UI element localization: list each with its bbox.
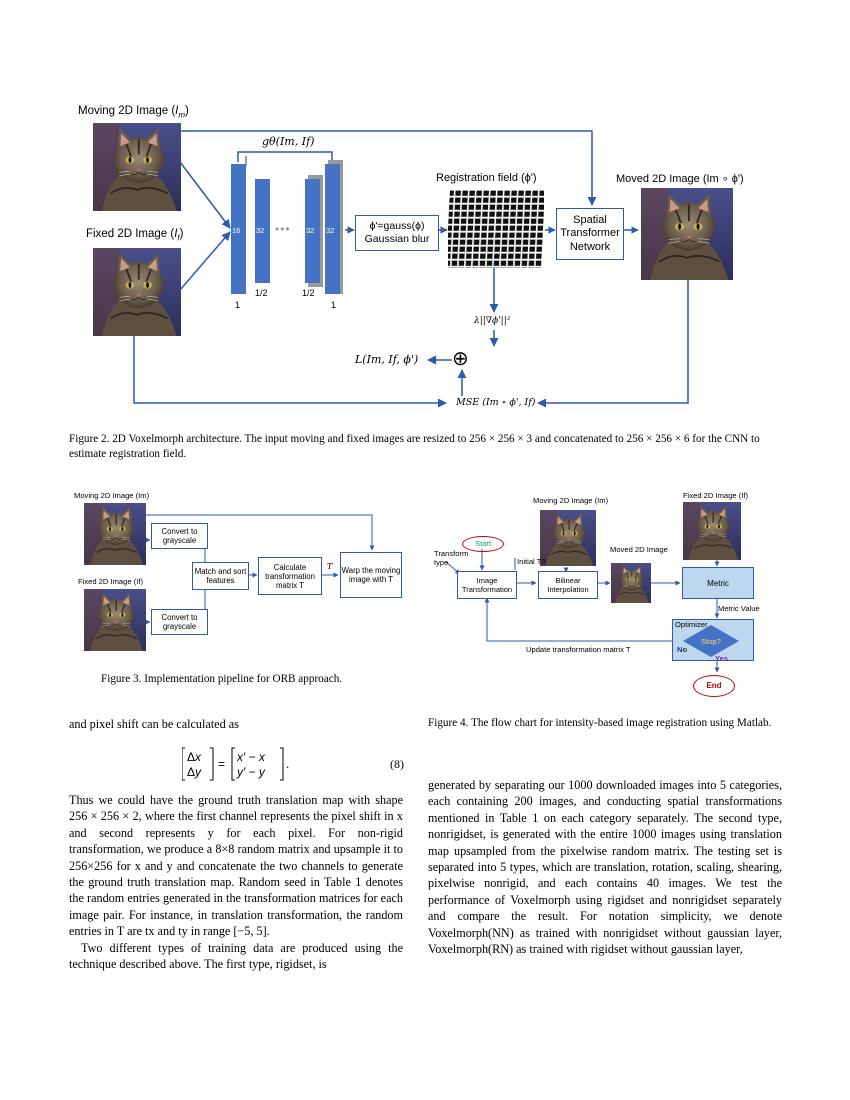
fig4-moved-image (611, 556, 651, 610)
left-intro: and pixel shift can be calculated as (69, 717, 239, 731)
spatial-transformer-box: Spatial Transformer Network (556, 208, 624, 260)
fig2-g-theta: gθ(Im, If) (262, 135, 315, 148)
yes-label: Yes (715, 654, 729, 663)
fig2-fixed-label: Fixed 2D Image (If) (86, 228, 184, 243)
stop-label: Stop? (701, 637, 721, 646)
equation-matrix: Δx Δy = x′ − x y′ − y . (181, 747, 289, 781)
warp-image-box: Warp the moving image with T (340, 552, 402, 598)
svg-text:x′ − x: x′ − x (236, 750, 266, 764)
cnn-layer-32b-label: 32 (306, 226, 315, 235)
moved-label: Moved 2D Image (Im ∘ ϕ') (616, 173, 744, 185)
scale-1a: 1 (235, 300, 241, 310)
gauss-formula: ϕ'=gauss(ϕ) (369, 220, 425, 232)
left-paragraph-2: Two different types of training data are… (69, 940, 403, 972)
cnn-layer-32a-label: 32 (256, 226, 265, 235)
metric-box: Metric (682, 567, 754, 599)
fig4-moving-image (540, 508, 596, 568)
fig3-caption: Figure 3. Implementation pipeline for OR… (101, 673, 343, 685)
start-oval: Start (462, 536, 504, 552)
stn-line2: Transformer (560, 227, 620, 240)
svg-text:Δx: Δx (187, 750, 202, 764)
right-paragraph-1: generated by separating our 1000 downloa… (428, 778, 782, 957)
cnn-layer-16-label: 16 (232, 226, 241, 235)
cnn-layer-dots: ••• (275, 222, 291, 236)
reg-field-label: Registration field (ϕ') (436, 172, 537, 184)
convert-grayscale-1: Convert to grayscale (151, 523, 208, 549)
scale-half-a: 1/2 (255, 288, 268, 298)
svg-text:.: . (286, 757, 289, 771)
loss-term: L(Im, If, ϕ') (355, 353, 419, 366)
convert-grayscale-2: Convert to grayscale (151, 609, 208, 635)
left-column: Thus we could have the ground truth tran… (69, 792, 403, 972)
end-oval: End (693, 675, 735, 697)
svg-text:y′ − y: y′ − y (236, 765, 266, 779)
update-matrix-label: Update transformation matrix T (526, 645, 631, 654)
metric-value-label: Metric Value (718, 604, 760, 613)
calculate-matrix-box: Calculate transformation matrix T (258, 557, 322, 595)
transform-type-label: Transform type (434, 549, 469, 567)
optimizer-label: Optimizer (675, 620, 708, 629)
fig3-moving-label: Moving 2D Image (Im) (74, 491, 150, 500)
fig2-connectors (133, 130, 689, 408)
fig3-t-label: T (327, 562, 333, 571)
right-column: generated by separating our 1000 downloa… (428, 777, 782, 957)
cnn-layer-32a (255, 179, 270, 283)
cnn-layer-16 (231, 164, 246, 294)
match-sort-box: Match and sort features (192, 562, 249, 590)
bilinear-box: Bilinear Interpolation (538, 571, 598, 599)
no-label: No (677, 645, 688, 654)
registration-field-grid (445, 190, 546, 268)
fig4-fixed-label: Fixed 2D Image (If) (683, 491, 748, 500)
plus-symbol: ⊕ (452, 348, 469, 370)
fig2-moving-label: Moving 2D Image (Im) (78, 105, 189, 120)
fig4-connectors (445, 549, 720, 673)
mse-term: MSE (Im ∘ ϕ', If) (456, 397, 536, 408)
fig4-moved-label: Moved 2D Image (610, 545, 668, 554)
equation-number: (8) (390, 757, 404, 771)
svg-text:Δy: Δy (187, 765, 202, 779)
initial-t-label: Initial T0 (517, 557, 546, 566)
gaussian-blur-box: ϕ'=gauss(ϕ) Gaussian blur (355, 215, 439, 251)
gauss-name: Gaussian blur (364, 233, 430, 245)
scale-1b: 1 (331, 300, 337, 310)
cnn-layer-32b (305, 179, 320, 283)
image-transformation-box: Image Transformation (457, 571, 517, 599)
fig2-caption: Figure 2. 2D Voxelmorph architecture. Th… (69, 433, 760, 460)
fig4-caption: Figure 4. The flow chart for intensity-b… (428, 717, 772, 729)
fig4-moving-label: Moving 2D Image (Im) (533, 496, 609, 505)
scale-half-b: 1/2 (302, 288, 315, 298)
stn-line3: Network (569, 240, 611, 253)
cnn-layer-32c-label: 32 (326, 226, 335, 235)
svg-text:=: = (218, 757, 225, 771)
equation-8: Δx Δy = x′ − x y′ − y . (8) (181, 746, 404, 782)
stn-line1: Spatial (573, 213, 607, 226)
left-paragraph-1: Thus we could have the ground truth tran… (69, 793, 403, 939)
fig3-fixed-label: Fixed 2D Image (If) (78, 577, 143, 586)
stop-diamond (683, 625, 739, 657)
reg-term: λ||∇ϕ'||² (474, 316, 511, 326)
cnn-layer-32c (325, 164, 340, 294)
fig4-fixed-image (683, 502, 741, 560)
